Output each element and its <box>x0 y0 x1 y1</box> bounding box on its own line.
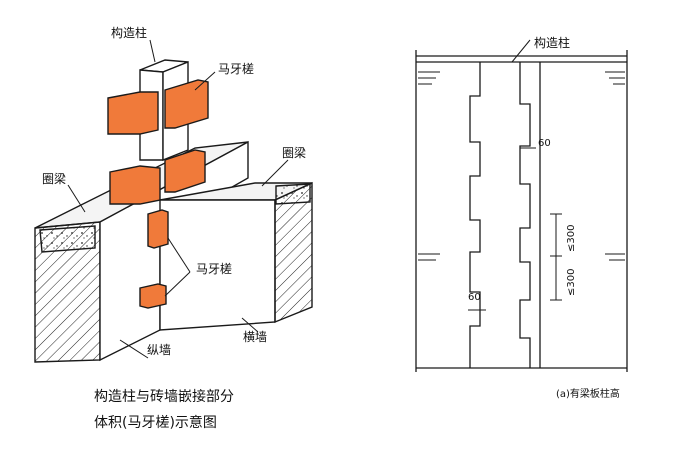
ring-beam-left-end <box>39 225 96 253</box>
label-structural-column-top: 构造柱 <box>111 26 148 40</box>
label-toothing-top: 马牙槎 <box>218 62 255 76</box>
right-dimensions <box>468 39 562 311</box>
toothing-wall-upper <box>147 209 169 249</box>
ring-beam-right-end <box>275 183 311 205</box>
toothing-lower-right <box>164 149 206 193</box>
dim-300-b: ≤300 <box>566 268 577 296</box>
label-ring-beam-right: 圈梁 <box>282 146 307 160</box>
right-diagram <box>415 50 628 372</box>
right-slab-hatch <box>418 71 625 261</box>
dim-60-bottom: 60 <box>468 292 481 303</box>
label-long-wall: 纵墙 <box>147 343 172 357</box>
toothing-wall-lower <box>139 283 167 309</box>
caption-line-1: 构造柱与砖墙嵌接部分 <box>94 389 234 405</box>
label-structural-column-right: 构造柱 <box>534 36 571 50</box>
toothing-upper-right <box>164 79 209 129</box>
caption-right: (a)有梁板柱高 <box>556 389 620 400</box>
dim-300-a: ≤300 <box>566 224 577 252</box>
label-ring-beam-left: 圈梁 <box>42 172 67 186</box>
dim-60-top: 60 <box>538 138 551 149</box>
caption-line-2: 体积(马牙槎)示意图 <box>94 415 217 431</box>
left-diagram <box>34 59 313 363</box>
column-right-edge <box>519 62 531 368</box>
column-left-edge <box>469 62 481 368</box>
toothing-lower-left <box>109 165 161 205</box>
label-cross-wall: 横墙 <box>243 330 268 344</box>
toothing-upper-left <box>107 91 159 135</box>
label-toothing-mid: 马牙槎 <box>196 262 233 276</box>
left-leaders <box>67 39 289 359</box>
